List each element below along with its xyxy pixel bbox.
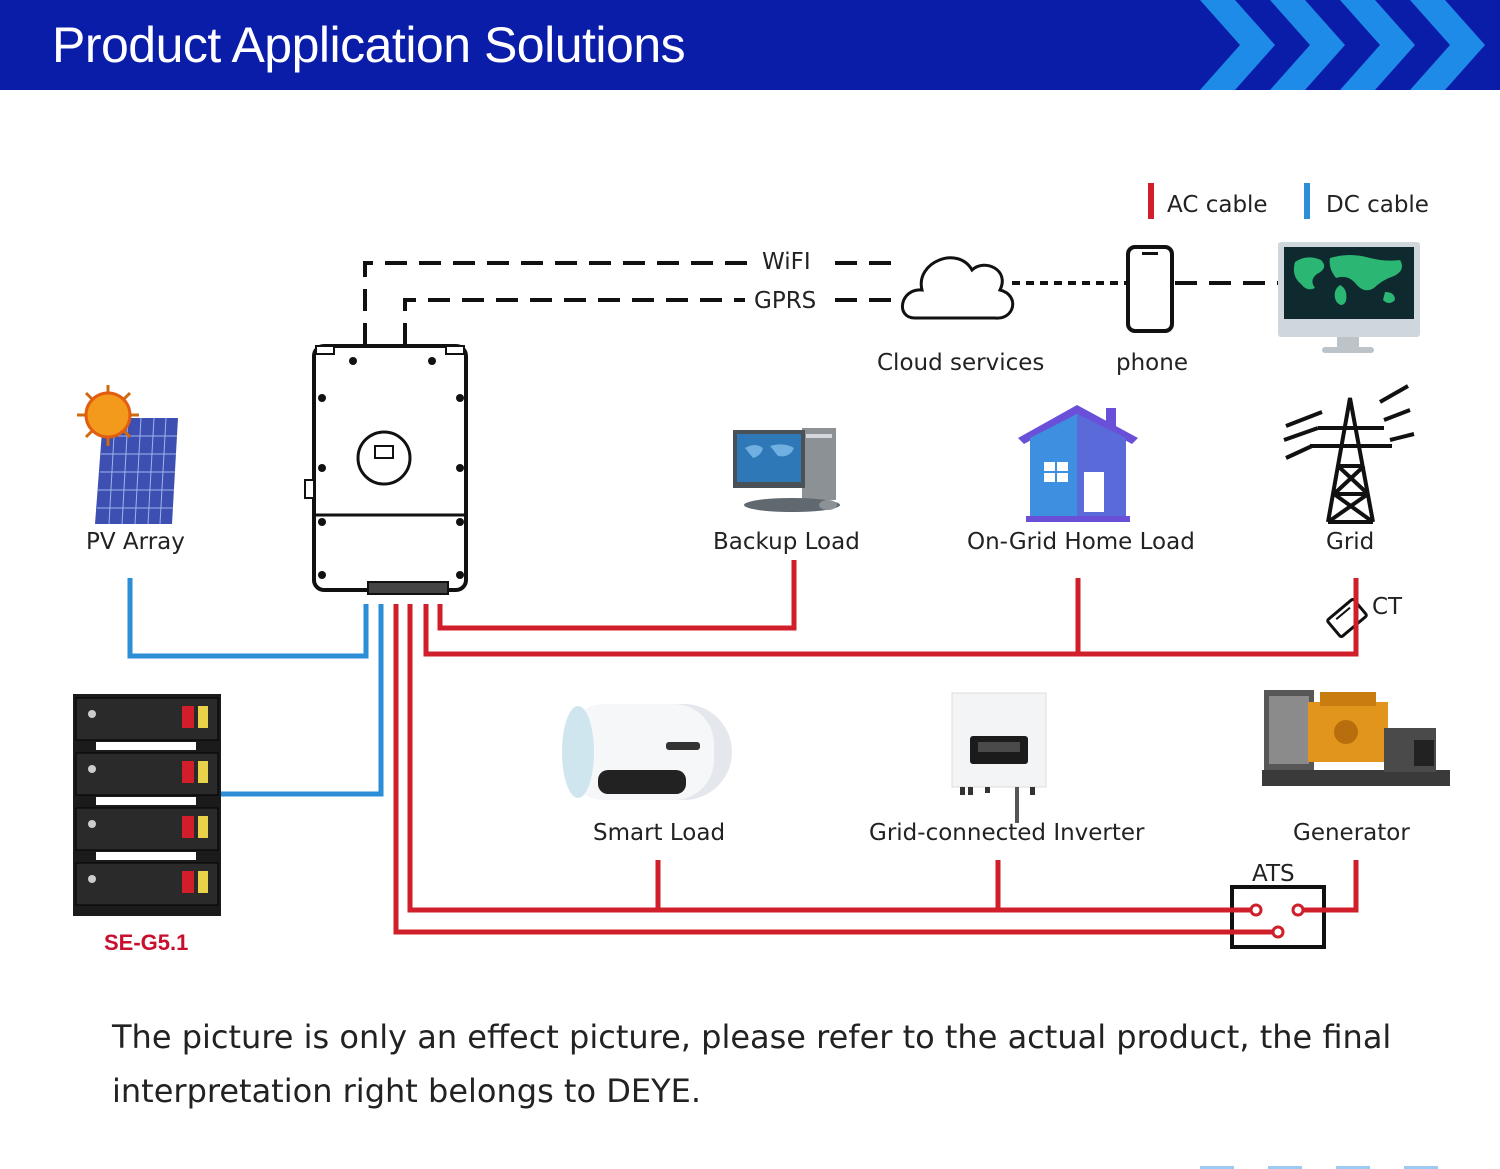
chevron-arrows-icon — [1200, 0, 1485, 90]
bottom-decoration — [1404, 1166, 1438, 1169]
bottom-decoration — [1200, 1166, 1234, 1169]
diesel-generator-icon — [1262, 690, 1450, 786]
world-map-monitor-icon — [1278, 242, 1420, 353]
inverter-screws — [318, 357, 464, 579]
grid-tie-inverter-icon — [951, 692, 1047, 823]
gprs-label: GPRS — [754, 288, 817, 314]
bottom-decoration — [1268, 1166, 1302, 1169]
ac-cable-legend-label: AC cable — [1167, 192, 1268, 218]
backup-load-label: Backup Load — [713, 529, 860, 555]
smart-load-label: Smart Load — [593, 820, 726, 846]
cloud-icon — [900, 256, 1015, 320]
water-heater-icon — [562, 704, 732, 800]
pv-array-label: PV Array — [86, 529, 185, 555]
ats-label: ATS — [1252, 861, 1295, 887]
hybrid-inverter-icon — [304, 344, 468, 595]
page-title: Product Application Solutions — [52, 17, 686, 73]
gprs-link — [403, 298, 900, 345]
phone-icon — [1126, 245, 1174, 333]
generator-label: Generator — [1293, 820, 1410, 846]
dc-cable-legend-swatch — [1304, 183, 1310, 219]
ac-cable-legend-swatch — [1148, 183, 1154, 219]
on-grid-home-load-label: On-Grid Home Load — [967, 529, 1195, 555]
house-icon — [1018, 405, 1138, 522]
battery-stack-icon — [73, 694, 221, 916]
phone-label: phone — [1116, 350, 1188, 376]
header-banner: Product Application Solutions — [0, 0, 1500, 90]
ac-cables — [393, 560, 1359, 935]
power-tower-icon — [1283, 384, 1415, 524]
bottom-decoration — [1336, 1166, 1370, 1169]
grid-connected-inverter-label: Grid-connected Inverter — [869, 820, 1145, 846]
disclaimer-text: The picture is only an effect picture, p… — [112, 1018, 1392, 1110]
wifi-label: WiFI — [762, 249, 811, 275]
dc-cable-legend-label: DC cable — [1326, 192, 1429, 218]
cloud-services-label: Cloud services — [877, 350, 1045, 376]
battery-model-label: SE-G5.1 — [104, 930, 189, 955]
solar-panel-icon — [77, 385, 178, 525]
ats-terminals — [1249, 903, 1305, 939]
dc-cables — [127, 578, 384, 797]
grid-label: Grid — [1326, 529, 1375, 555]
ct-label: CT — [1372, 594, 1403, 620]
wifi-link — [363, 261, 900, 345]
ct-clamp-icon — [1326, 597, 1368, 639]
desktop-computer-icon — [733, 428, 840, 512]
